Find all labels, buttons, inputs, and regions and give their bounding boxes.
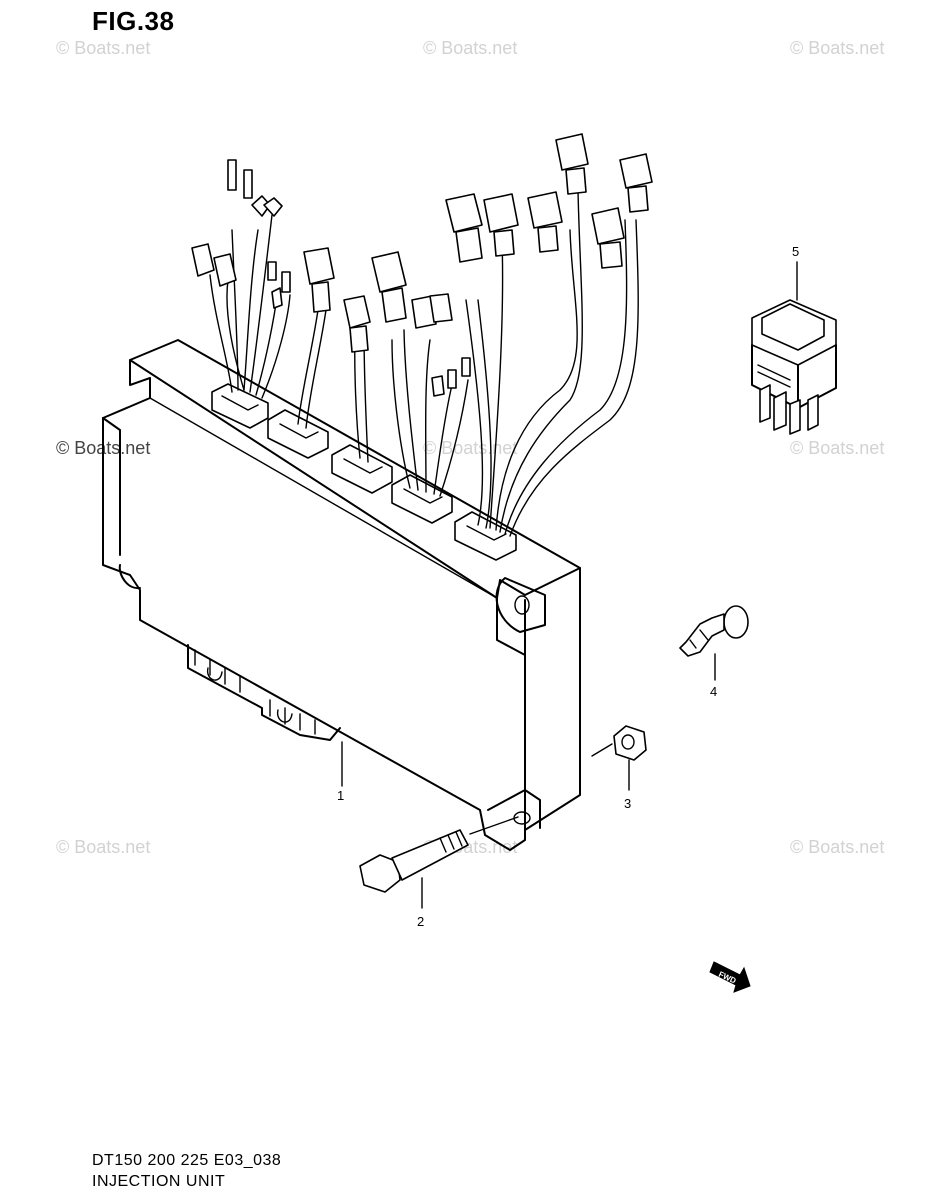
wire-harness: [191, 159, 291, 399]
wire-harness: [343, 295, 371, 463]
connector-socket: [391, 474, 453, 524]
part-number: 4: [710, 684, 717, 699]
callout-part-2: 2: [417, 877, 424, 929]
connector-socket: [211, 383, 269, 429]
figure-title: FIG.38: [92, 6, 175, 36]
connector-socket: [267, 409, 329, 459]
mounting-grommet[interactable]: [679, 605, 749, 657]
nut[interactable]: [613, 725, 647, 761]
callout-part-1: 1: [337, 741, 344, 803]
watermark: © Boats.net: [790, 837, 885, 857]
injection-control-unit[interactable]: [102, 339, 581, 851]
connector-socket: [331, 444, 393, 494]
forward-arrow-icon: FWD: [709, 961, 751, 993]
watermark: © Boats.net: [790, 438, 885, 458]
callout-part-4: 4: [710, 653, 717, 699]
watermark: © Boats.net: [56, 38, 151, 58]
wire-harness: [371, 251, 471, 497]
watermark: © Boats.net: [423, 38, 518, 58]
watermark: © Boats.net: [790, 38, 885, 58]
connector-socket: [454, 511, 517, 561]
wire-harness: [445, 133, 653, 537]
callout-part-5: 5: [792, 244, 799, 301]
wire-harness: [297, 247, 335, 429]
relay[interactable]: [751, 299, 837, 435]
diagram-code: DT150 200 225 E03_038: [92, 1152, 282, 1169]
watermark: © Boats.net: [423, 438, 518, 458]
callout-part-3: 3: [624, 759, 631, 811]
flange-bolt[interactable]: [359, 829, 469, 893]
assembly-line: [469, 743, 613, 835]
part-number: 2: [417, 914, 424, 929]
watermark: © Boats.net: [56, 837, 151, 857]
part-number: 1: [337, 788, 344, 803]
part-number: 5: [792, 244, 799, 259]
part-number: 3: [624, 796, 631, 811]
diagram-name: INJECTION UNIT: [92, 1173, 226, 1190]
